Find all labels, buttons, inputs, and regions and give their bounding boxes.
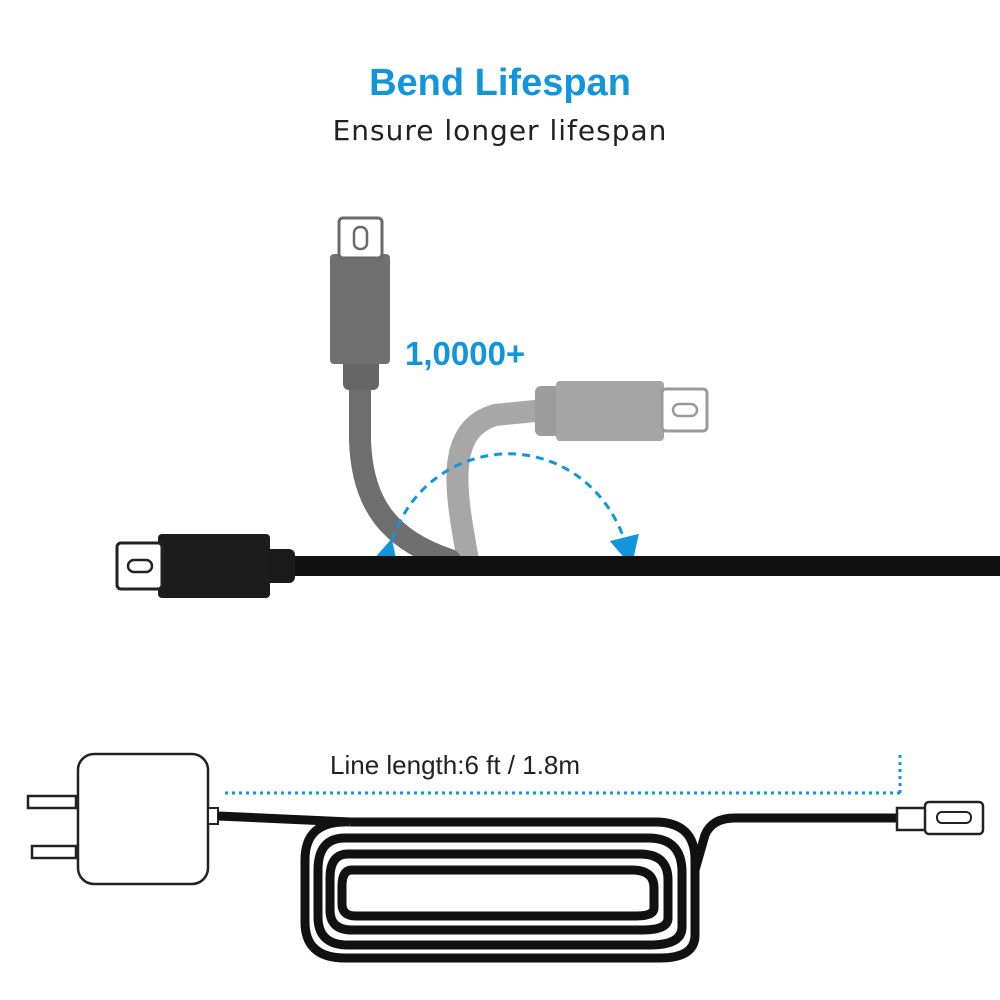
bend-count-label: 1,0000+ bbox=[405, 335, 526, 372]
grey-bent-cable bbox=[330, 216, 461, 571]
straight-cable bbox=[115, 534, 1000, 598]
page-subtitle: Ensure longer lifespan bbox=[332, 114, 668, 147]
usb-c-plug-icon bbox=[895, 800, 985, 836]
light-bent-cable bbox=[446, 381, 709, 571]
line-length-label: Line length:6 ft / 1.8m bbox=[330, 750, 581, 780]
wall-charger-icon bbox=[26, 752, 219, 886]
page-title: Bend Lifespan bbox=[369, 62, 631, 104]
bend-arrow-icon bbox=[369, 452, 639, 572]
length-measure-line bbox=[225, 755, 902, 795]
usb-c-plug-icon bbox=[115, 541, 164, 591]
coiled-cable-icon bbox=[217, 811, 900, 963]
usb-c-plug-icon bbox=[337, 216, 384, 260]
usb-c-plug-icon bbox=[660, 387, 709, 433]
